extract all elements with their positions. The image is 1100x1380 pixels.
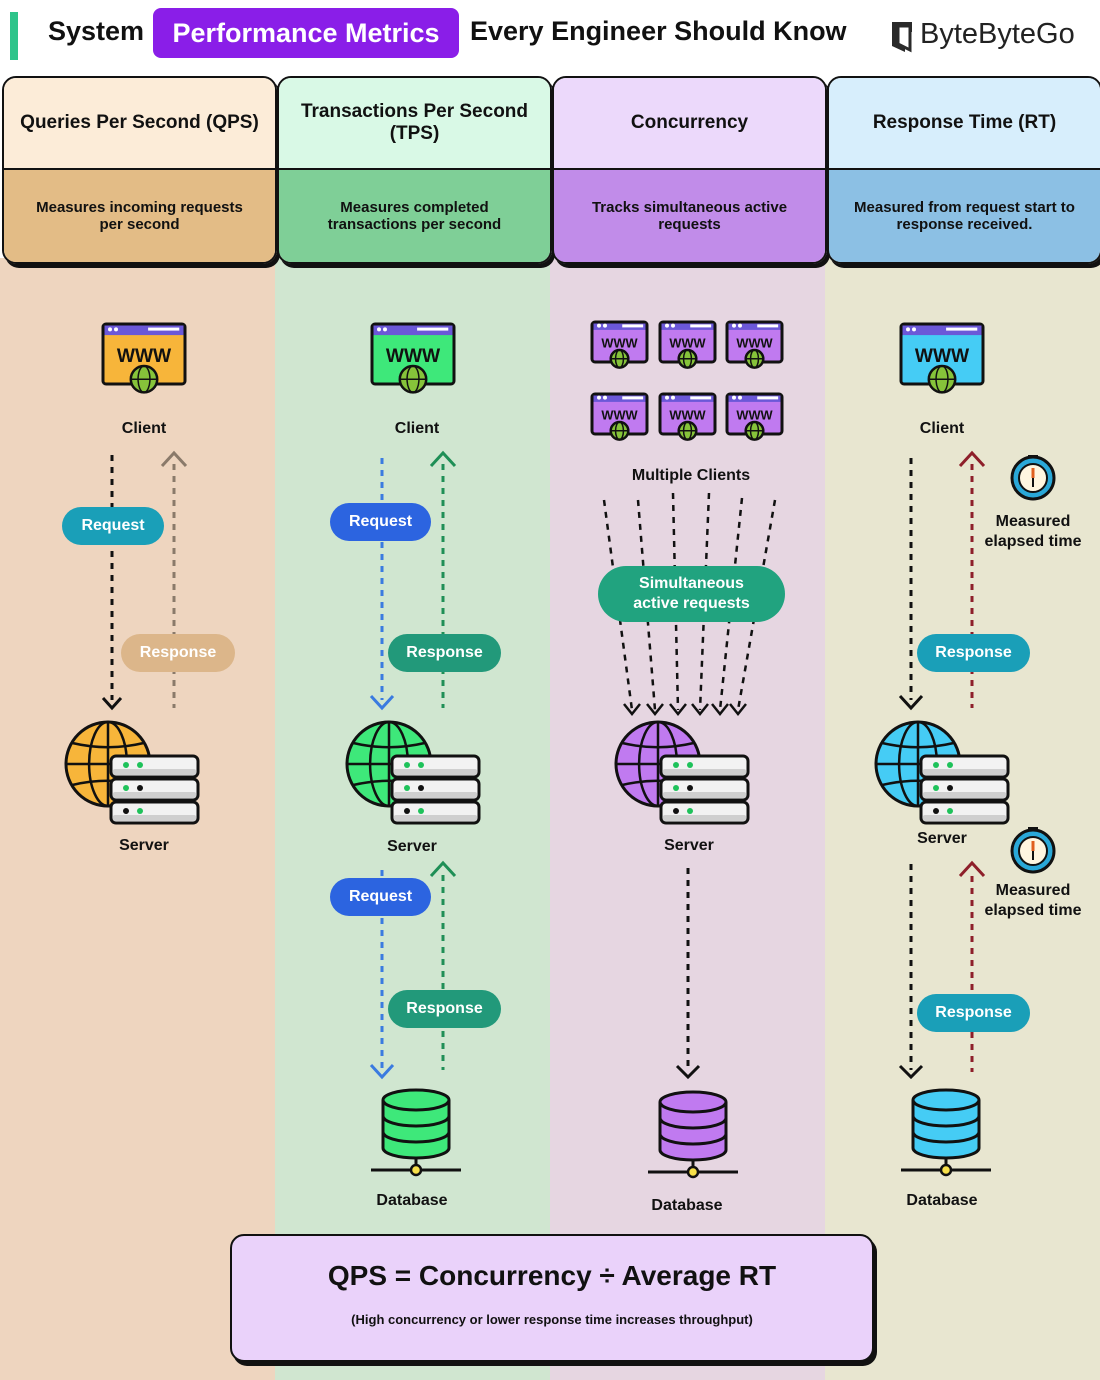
formula-note: (High concurrency or lower response time… [351, 1312, 753, 1327]
qps-response-pill: Response [121, 634, 235, 672]
globe-server-icon [345, 720, 481, 825]
rt-elapsed-label-2: Measured elapsed time [984, 882, 1082, 919]
svg-text:WWW: WWW [601, 335, 638, 350]
concurrency-card-title: Concurrency [554, 78, 825, 170]
formula-equation: QPS = Concurrency ÷ Average RT [327, 1260, 777, 1291]
rt-card-description: Measured from request start to response … [829, 170, 1100, 262]
qps-request-pill: Request [62, 507, 164, 545]
www-browser-icon: WWW [658, 392, 717, 441]
qps-card: Queries Per Second (QPS) Measures incomi… [2, 76, 277, 264]
title-accent-bar [10, 12, 18, 60]
tps-response-pill-2: Response [388, 990, 501, 1028]
www-browser-icon: WWW [101, 322, 187, 394]
svg-text:WWW: WWW [736, 407, 773, 422]
rt-client-label: Client [919, 420, 965, 437]
svg-text:WWW: WWW [736, 335, 773, 350]
svg-text:WWW: WWW [117, 346, 172, 367]
tps-request-pill-1: Request [330, 503, 431, 541]
stopwatch-icon [1010, 827, 1056, 874]
rt-elapsed-label-1: Measured elapsed time [984, 513, 1082, 550]
qps-server-label: Server [119, 837, 169, 854]
brand-name: ByteByteGo [920, 18, 1075, 50]
rt-database-label: Database [906, 1192, 978, 1209]
svg-text:WWW: WWW [386, 346, 441, 367]
formula-box: QPS = Concurrency ÷ Average RT (High con… [230, 1234, 874, 1362]
database-icon [648, 1090, 738, 1179]
rt-card: Response Time (RT) Measured from request… [827, 76, 1100, 264]
concurrency-clients-label: Multiple Clients [631, 467, 751, 484]
www-browser-icon: WWW [899, 322, 985, 394]
qps-client-label: Client [121, 420, 167, 437]
tps-database-label: Database [376, 1192, 448, 1209]
stopwatch-icon [1010, 455, 1056, 501]
tps-card-description: Measures completed transactions per seco… [279, 170, 550, 262]
qps-card-title: Queries Per Second (QPS) [4, 78, 275, 170]
concurrency-card-description: Tracks simultaneous active requests [554, 170, 825, 262]
title-left: System [48, 16, 145, 46]
globe-server-icon [614, 720, 750, 825]
globe-server-icon [64, 720, 200, 825]
concurrency-database-label: Database [651, 1197, 723, 1214]
www-browser-icon: WWW [370, 322, 456, 394]
rt-server-label: Server [917, 830, 967, 847]
svg-text:WWW: WWW [669, 335, 706, 350]
title-highlight: Performance Metrics [153, 8, 459, 58]
concurrency-server-label: Server [664, 837, 714, 854]
concurrency-card: Concurrency Tracks simultaneous active r… [552, 76, 827, 264]
www-browser-icon: WWW [590, 392, 649, 441]
tps-server-label: Server [387, 838, 437, 855]
svg-text:WWW: WWW [669, 407, 706, 422]
rt-card-title: Response Time (RT) [829, 78, 1100, 170]
tps-client-label: Client [394, 420, 440, 437]
tps-response-pill-1: Response [388, 634, 501, 672]
svg-text:WWW: WWW [915, 346, 970, 367]
www-browser-icon: WWW [590, 320, 649, 369]
www-browser-icon: WWW [725, 320, 784, 369]
tps-card: Transactions Per Second (TPS) Measures c… [277, 76, 552, 264]
database-icon [371, 1088, 461, 1177]
qps-card-description: Measures incoming requests per second [4, 170, 275, 262]
svg-text:WWW: WWW [601, 407, 638, 422]
simultaneous-requests-pill: Simultaneous active requests [598, 566, 785, 622]
database-icon [901, 1088, 991, 1177]
tps-request-pill-2: Request [330, 878, 431, 916]
tps-card-title: Transactions Per Second (TPS) [279, 78, 550, 170]
title-right: Every Engineer Should Know [470, 16, 847, 46]
globe-server-icon [874, 720, 1010, 825]
rt-response-pill-1: Response [917, 634, 1030, 672]
rt-response-pill-2: Response [917, 994, 1030, 1032]
www-browser-icon: WWW [725, 392, 784, 441]
www-browser-icon: WWW [658, 320, 717, 369]
